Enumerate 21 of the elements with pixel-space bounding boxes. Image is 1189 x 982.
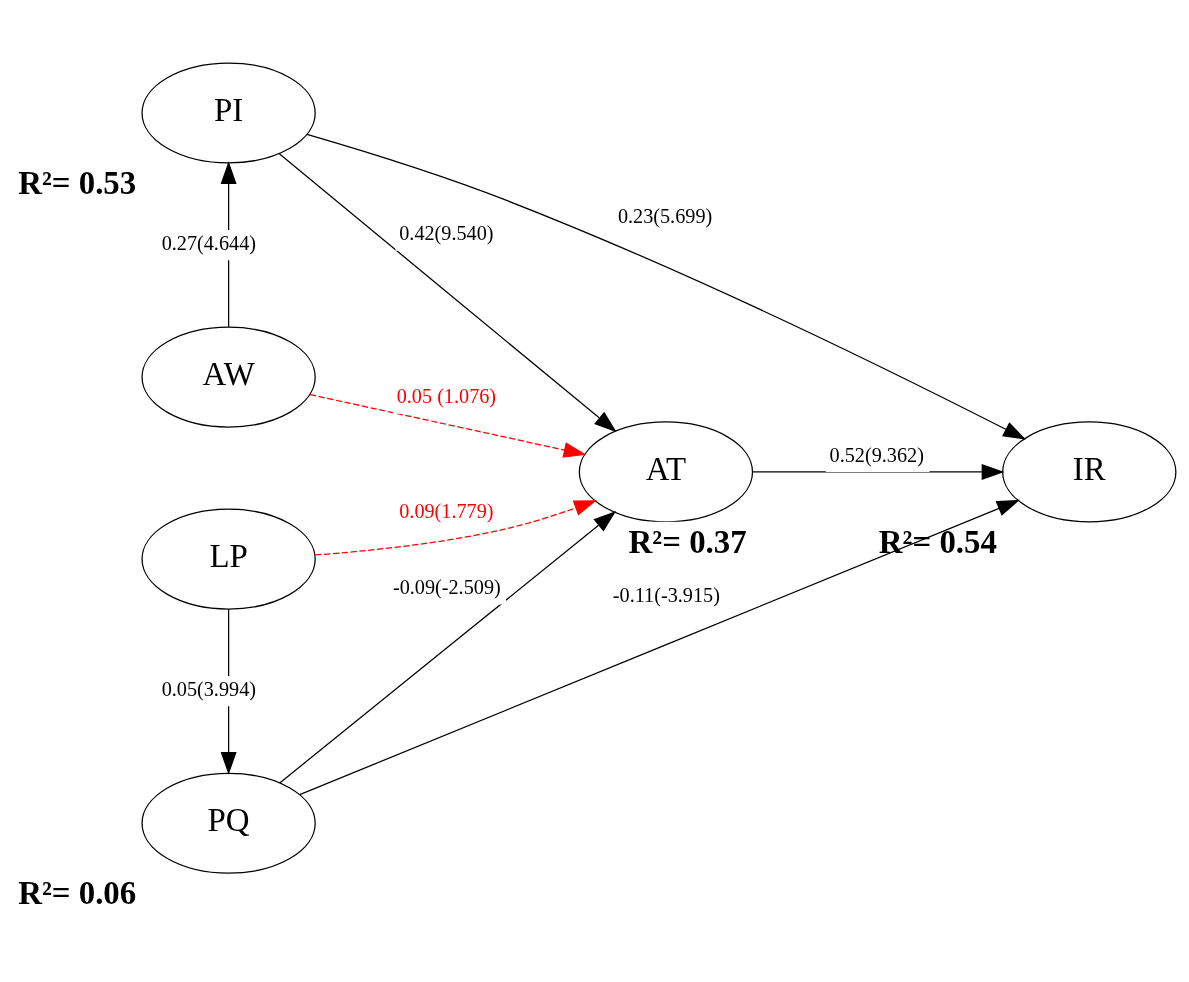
node-label: R²= 0.37 — [628, 523, 747, 560]
arrow — [279, 510, 617, 784]
node-ellipse: PQ — [141, 772, 316, 874]
node-ellipse: AW — [141, 326, 316, 428]
edge-label: 0.23(5.699) — [617, 204, 713, 227]
arrow — [309, 393, 587, 458]
edge-label: 0.42(9.540) — [399, 221, 494, 244]
arrow — [306, 133, 1026, 440]
arrow — [752, 463, 1005, 480]
edge-label: 0.52(9.362) — [829, 443, 924, 466]
node-label: R²= 0.06 — [18, 874, 137, 911]
edge-label: 0.27(4.644) — [161, 231, 256, 254]
edge-label: 0.09(1.779) — [399, 499, 494, 522]
arrow — [278, 152, 617, 432]
edge-label: -0.09(-2.509) — [392, 575, 501, 598]
edge-label: 0.05(3.994) — [161, 677, 256, 700]
edge-label: -0.11(-3.915) — [612, 583, 720, 606]
edge-label: 0.05 (1.076) — [396, 384, 497, 407]
node-ellipse: PI — [141, 61, 316, 164]
node-ellipse: LP — [141, 508, 316, 610]
node-label: R²= 0.53 — [18, 164, 137, 201]
